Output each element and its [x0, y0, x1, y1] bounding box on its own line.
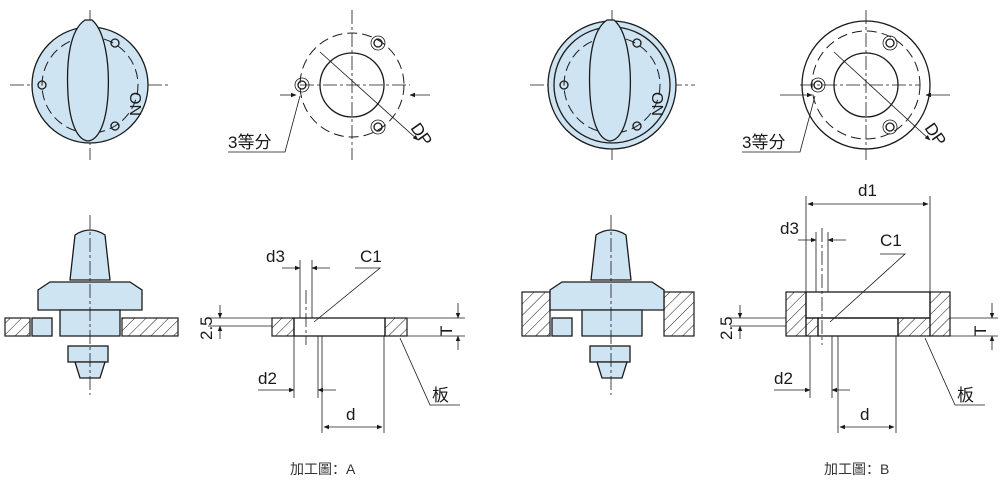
dp-label-b: DP [921, 119, 950, 149]
caption-a: 加工圖：A [290, 461, 356, 477]
division-label-a: 3等分 [228, 133, 271, 152]
d3-label-a: d3 [266, 247, 285, 266]
h25-label-a: 2.5 [197, 316, 216, 340]
d2-label-b: d2 [774, 369, 793, 388]
d3-label-b: d3 [780, 219, 799, 238]
hole-pattern-a: DP 3等分 [228, 10, 436, 160]
t-label-a: T [437, 326, 456, 336]
panel-a: ON DP 3等分 [4, 10, 465, 477]
d1-label-b: d1 [858, 181, 877, 200]
t-label-b: T [971, 326, 990, 336]
plate-label-a: 板 [432, 386, 449, 405]
knob-top-view-a: ON [10, 10, 170, 160]
division-label-b: 3等分 [742, 133, 785, 152]
hole-section-a: d3 C1 2.5 T d2 d 板 [197, 247, 465, 433]
on-label-a: ON [126, 92, 143, 116]
hole-pattern-b: DP 3等分 [742, 10, 950, 160]
knob-top-view-b: ON [530, 10, 695, 160]
on-label-b: ON [648, 92, 665, 116]
h25-label-b: 2.5 [717, 316, 736, 340]
c1-label-b: C1 [880, 231, 902, 250]
c1-label-a: C1 [360, 247, 382, 266]
plate-label-b: 板 [957, 386, 974, 405]
d-label-b: d [860, 405, 869, 424]
caption-b: 加工圖：B [824, 461, 889, 477]
knob-side-view-b [521, 215, 695, 395]
d2-label-a: d2 [258, 369, 277, 388]
dp-label-a: DP [407, 119, 436, 149]
panel-b: ON DP 3等分 [521, 10, 998, 477]
knob-side-view-a [4, 215, 179, 395]
d-label-a: d [346, 405, 355, 424]
hole-section-b: d1 d3 C1 2.5 T d2 d [717, 181, 998, 433]
